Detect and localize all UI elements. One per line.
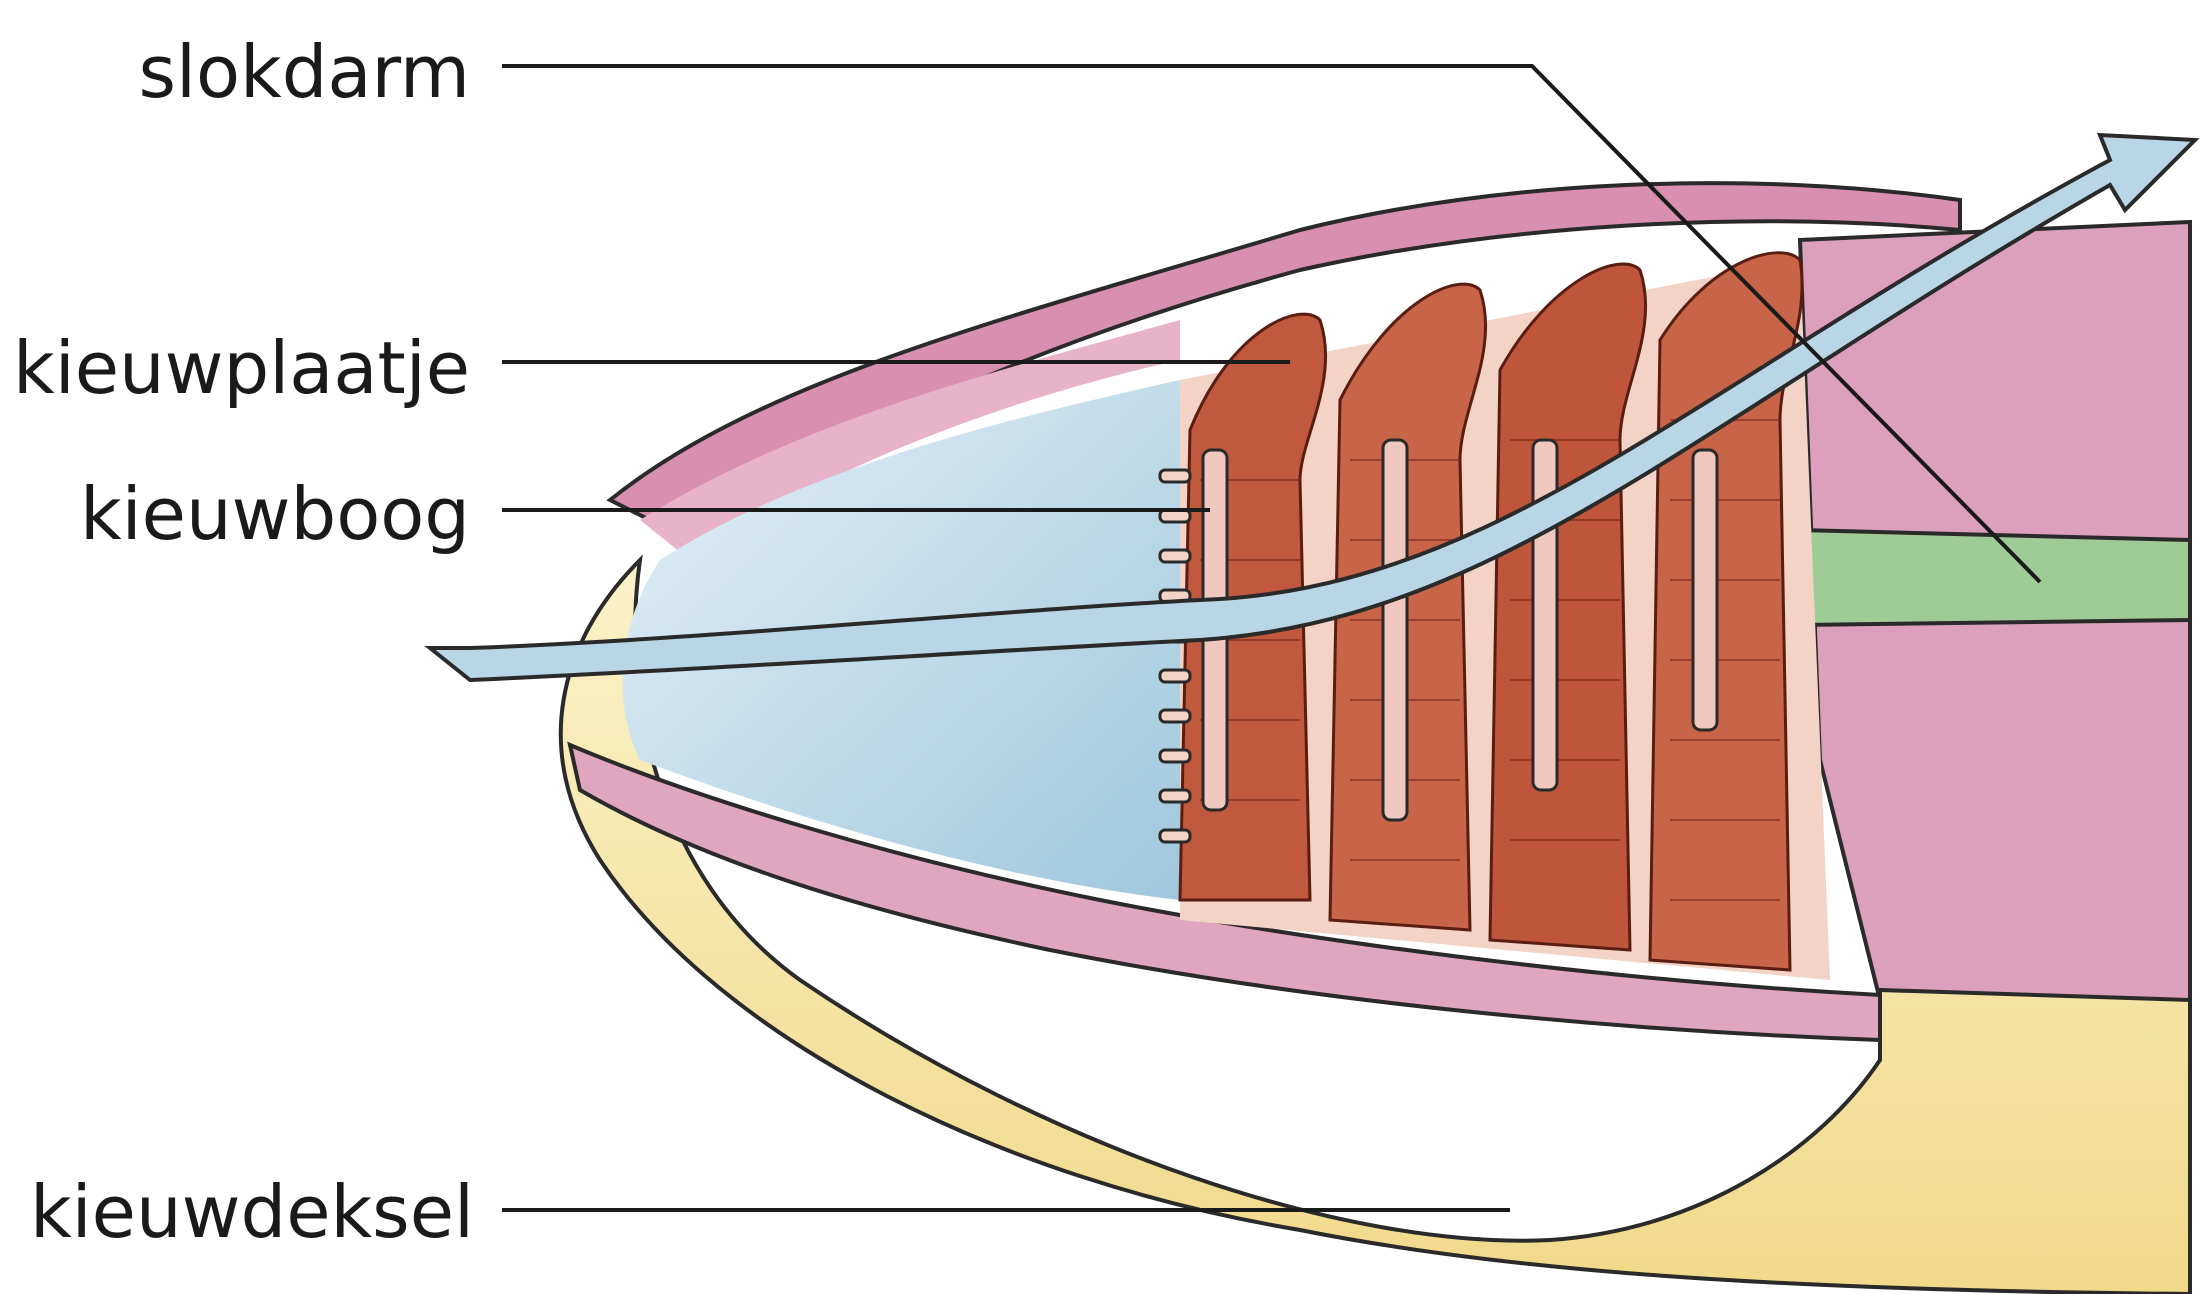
label-slokdarm: slokdarm <box>138 36 470 108</box>
label-kieuwboog: kieuwboog <box>80 478 470 550</box>
label-kieuwdeksel: kieuwdeksel <box>30 1176 474 1248</box>
esophagus-shape <box>1800 530 2190 625</box>
label-kieuwplaatje: kieuwplaatje <box>13 332 470 404</box>
